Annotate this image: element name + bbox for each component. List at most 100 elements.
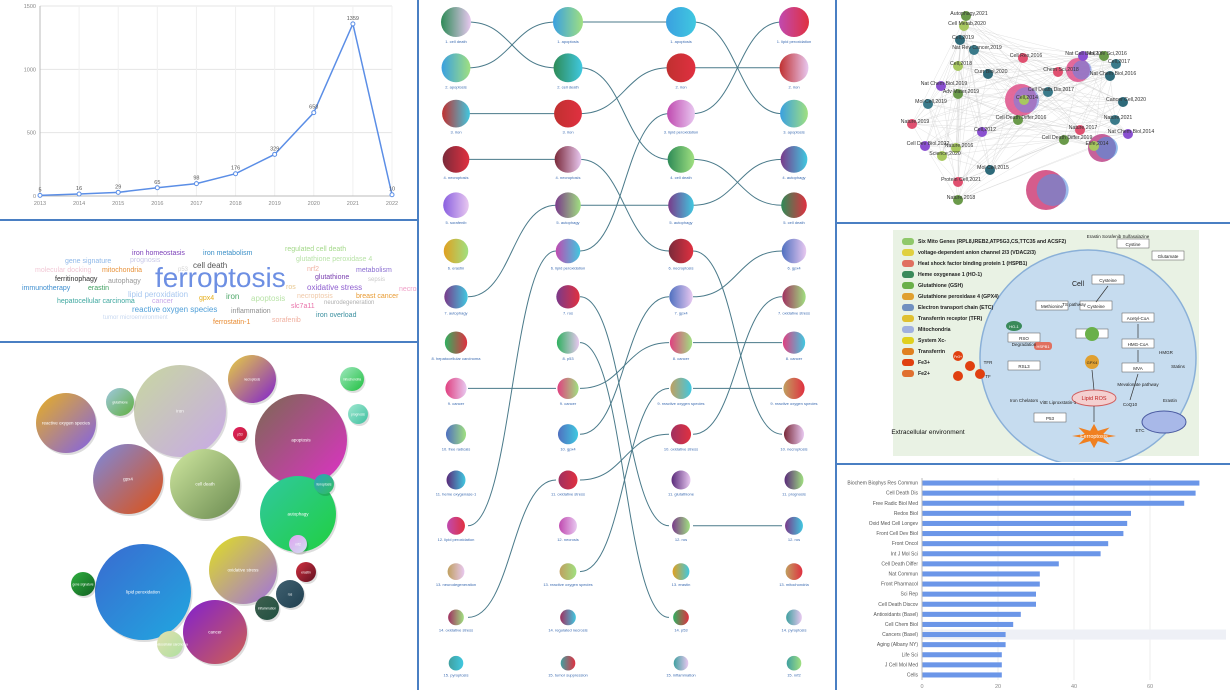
network-node-label: Mol Cell,2019: [915, 99, 947, 105]
flow-node: [555, 238, 581, 264]
network-node-label: Nature,2017: [1069, 125, 1098, 131]
hmgr-label: HMGR: [1159, 350, 1173, 355]
y-tick-label: Cell Death Discov: [878, 602, 918, 608]
iron-chelators-label: Iron Chelators: [1010, 398, 1039, 403]
legend-swatch: [902, 359, 914, 366]
pathway-box-label: MVA: [1133, 366, 1142, 371]
cloud-word: ferroptosis: [155, 262, 286, 293]
journal-bar: [922, 500, 1185, 506]
flow-node-label: 8. hepatocellular carcinoma: [432, 356, 482, 361]
network-edge: [1023, 99, 1129, 135]
data-point: [389, 192, 395, 198]
pathway-box: [1007, 332, 1041, 343]
network-node-label: Mol Cell,2015: [977, 165, 1009, 171]
network-node-label: Protein Cell,2021: [941, 177, 981, 183]
erastin-label: Erastin: [1163, 398, 1178, 403]
legend-label: Fe3+: [918, 359, 930, 366]
keyword-bubble: [260, 476, 336, 552]
flow-node-label: 6. lipid peroxidation: [551, 265, 585, 270]
network-edge: [963, 25, 991, 171]
pathway-box: [1007, 360, 1041, 371]
data-label: 10: [389, 187, 395, 193]
network-edge: [987, 57, 1024, 75]
flow-node: [441, 53, 471, 83]
flow-node: [553, 53, 583, 83]
legend-swatch: [902, 271, 914, 278]
flow-node: [666, 53, 696, 83]
network-node: [953, 89, 963, 99]
cloud-word: cancer: [152, 298, 174, 305]
legend-label: Transferrin: [918, 348, 946, 355]
network-node-label: Curr Biol,2020: [974, 69, 1007, 75]
cloud-word: lipid peroxidation: [128, 290, 189, 299]
flow-node-label: 14. pyroptosis: [782, 627, 807, 632]
keyword-bubble: [209, 536, 277, 604]
flow-node-label: 9. cancer: [560, 401, 577, 406]
pathway-box-label: Cysteine: [1087, 304, 1105, 309]
legend-swatch: [902, 370, 914, 377]
data-point: [350, 21, 356, 27]
etc-label: ETC: [1136, 428, 1146, 433]
y-tick-label: Sci Rep: [900, 592, 918, 598]
network-edge: [981, 57, 1024, 133]
network-node-label: Nat Chem Biol,2014: [1108, 129, 1155, 135]
iron-ion: [975, 369, 985, 379]
flow-node: [448, 609, 464, 626]
flow-node-label: 15. inflammation: [666, 673, 695, 678]
cloud-word: hepatocellular carcinoma: [57, 298, 135, 305]
journal-bar: [922, 551, 1101, 557]
network-edge: [911, 123, 1129, 135]
keyword-bubble: [228, 355, 276, 403]
cloud-word: regulated cell death: [285, 246, 347, 253]
network-edge: [955, 93, 959, 149]
cloud-word: necroptosis: [297, 293, 333, 300]
flow-node-label: 6. gpx4: [787, 265, 801, 270]
flow-node: [447, 516, 465, 535]
flow-node: [448, 655, 464, 671]
cloud-word: ferritinophagy: [55, 276, 98, 283]
flow-node-label: 4. necroptosis: [556, 175, 581, 180]
network-edge: [1109, 75, 1116, 121]
flow-node: [673, 609, 689, 626]
y-tick-label: Oxid Med Cell Longev: [869, 521, 919, 527]
data-point: [272, 151, 278, 157]
bubble-label: glutathione: [112, 401, 128, 405]
flow-node: [443, 192, 469, 218]
network-edge: [1017, 119, 1081, 131]
x-tick-label: 2019: [269, 201, 281, 207]
pathway-arrow: [1091, 369, 1095, 391]
bubble-label: hepatocellular carcinoma: [152, 643, 188, 647]
pathway-legend: Six Mito Genes (RPL8,IREB2,ATP5G3,CS,TTC…: [902, 236, 1072, 379]
pathway-legend-item: Glutathione peroxidase 4 (GPX4): [902, 291, 1072, 302]
network-edge: [927, 103, 957, 149]
legend-label: Heme oxygenase 1 (HO-1): [918, 271, 983, 278]
flow-node: [670, 424, 692, 445]
pathway-legend-item: voltage-dependent anion channel 2/3 (VDA…: [902, 247, 1072, 258]
divider: [0, 341, 418, 343]
cloud-word: prognosis: [130, 257, 161, 264]
network-node: [955, 35, 965, 45]
network-edge: [924, 145, 959, 201]
x-tick-label: 0: [920, 684, 923, 690]
flow-node: [666, 7, 696, 37]
network-node-label: Nature,2021: [1104, 115, 1133, 121]
bubble-label: gpx4: [123, 477, 133, 482]
bubble-label: necroptosis: [244, 378, 261, 382]
flow-node-label: 7. ros: [563, 311, 573, 316]
legend-swatch: [902, 326, 914, 333]
flow-node-label: 15. nrf2: [787, 673, 801, 678]
flow-node-label: 10. necroptosis: [780, 446, 807, 451]
network-edge: [911, 93, 959, 125]
flow-link: [692, 158, 783, 206]
network-node-label: Nat Rev Cancer,2019: [952, 45, 1002, 51]
flow-node: [668, 192, 694, 218]
network-node: [1118, 97, 1128, 107]
cloud-word: slc7a11: [291, 303, 315, 310]
network-node: [1111, 59, 1121, 69]
network-edge: [1017, 119, 1095, 147]
gpx4-node: [1085, 355, 1099, 369]
